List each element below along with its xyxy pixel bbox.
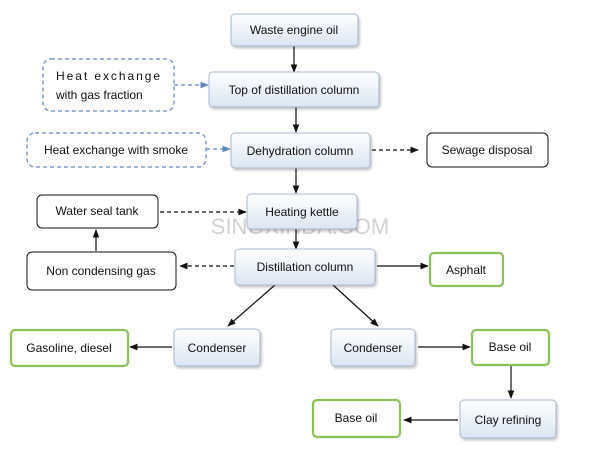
node-waste-engine-oil: Waste engine oil [230, 13, 359, 47]
node-label: Non condensing gas [46, 264, 155, 278]
arrow-distillation-to-condenser-left [227, 284, 276, 327]
node-water-seal-tank: Water seal tank [36, 194, 159, 229]
node-label-line-2: with gas fraction [55, 88, 143, 102]
node-base-oil-top: Base oil [470, 328, 551, 367]
node-label: Condenser [344, 341, 403, 355]
node-label: Waste engine oil [250, 23, 338, 37]
node-condenser-right: Condenser [330, 328, 416, 367]
node-top-of-distillation-column: Top of distillation column [208, 71, 380, 108]
node-label: Condenser [188, 341, 247, 355]
node-asphalt: Asphalt [428, 251, 505, 288]
node-heat-exchange-with-smoke: Heat exchange with smoke [26, 132, 207, 168]
node-label-line-1: Heat exchange [56, 69, 160, 83]
node-label: Top of distillation column [229, 83, 360, 97]
node-label: Heat exchange with smoke [44, 143, 188, 157]
node-condenser-left: Condenser [173, 328, 261, 367]
node-label: Base oil [335, 411, 378, 425]
node-sewage-disposal: Sewage disposal [426, 132, 549, 168]
node-label: Asphalt [446, 263, 487, 277]
node-label: Base oil [489, 340, 532, 354]
node-heating-kettle: Heating kettle [246, 193, 358, 230]
node-gasoline-diesel: Gasoline, diesel [9, 328, 130, 368]
node-label: Water seal tank [56, 204, 140, 218]
node-label: Sewage disposal [442, 143, 533, 157]
node-label: Heating kettle [265, 205, 339, 219]
node-label: Clay refining [475, 413, 542, 427]
node-clay-refining: Clay refining [459, 399, 557, 439]
node-heat-exchange-gas-fraction: Heat exchange with gas fraction [42, 58, 175, 112]
node-label: Gasoline, diesel [26, 341, 111, 355]
arrow-distillation-to-condenser-right [332, 284, 379, 327]
node-distillation-column: Distillation column [234, 248, 376, 286]
node-dehydration-column: Dehydration column [230, 132, 371, 169]
node-label: Distillation column [257, 260, 354, 274]
node-non-condensing-gas: Non condensing gas [26, 251, 177, 291]
connectors [92, 46, 515, 424]
node-base-oil-bottom: Base oil [311, 398, 402, 439]
node-label: Dehydration column [247, 144, 354, 158]
